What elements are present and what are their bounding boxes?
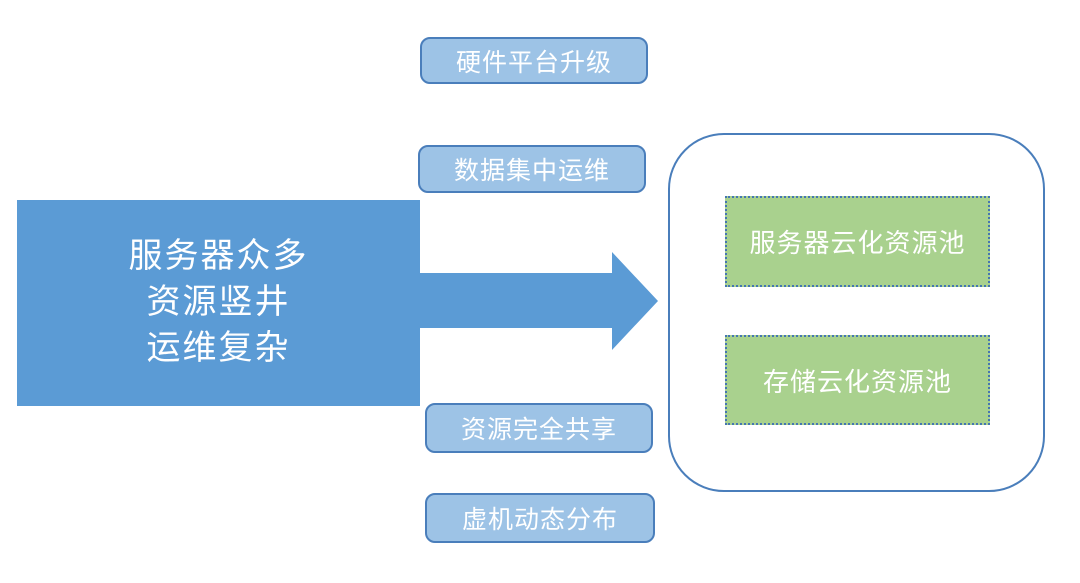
problem-box: 服务器众多 资源竖井 运维复杂 [17, 200, 420, 406]
pool-box-label: 服务器云化资源池 [749, 229, 966, 258]
feature-box-centralized-data-ops: 数据集中运维 [418, 145, 646, 193]
storage-cloud-pool-box: 存储云化资源池 [725, 335, 990, 425]
pool-box-label: 存储云化资源池 [762, 367, 952, 397]
feature-box-label: 资源完全共享 [460, 417, 617, 444]
cloud-pool-container [668, 133, 1045, 492]
right-arrow-icon [420, 252, 658, 350]
feature-box-label: 硬件平台升级 [455, 49, 612, 77]
feature-box-hardware-platform-upgrade: 硬件平台升级 [420, 37, 648, 84]
feature-box-full-resource-sharing: 资源完全共享 [425, 403, 653, 453]
feature-box-label: 数据集中运维 [453, 158, 610, 185]
problem-line-2: 资源竖井 [146, 284, 291, 321]
problem-line-3: 运维复杂 [146, 330, 291, 367]
feature-box-label: 虚机动态分布 [461, 507, 618, 534]
feature-box-dynamic-vm-distribution: 虚机动态分布 [425, 493, 655, 543]
problem-line-1: 服务器众多 [128, 238, 309, 275]
server-cloud-pool-box: 服务器云化资源池 [725, 196, 990, 287]
